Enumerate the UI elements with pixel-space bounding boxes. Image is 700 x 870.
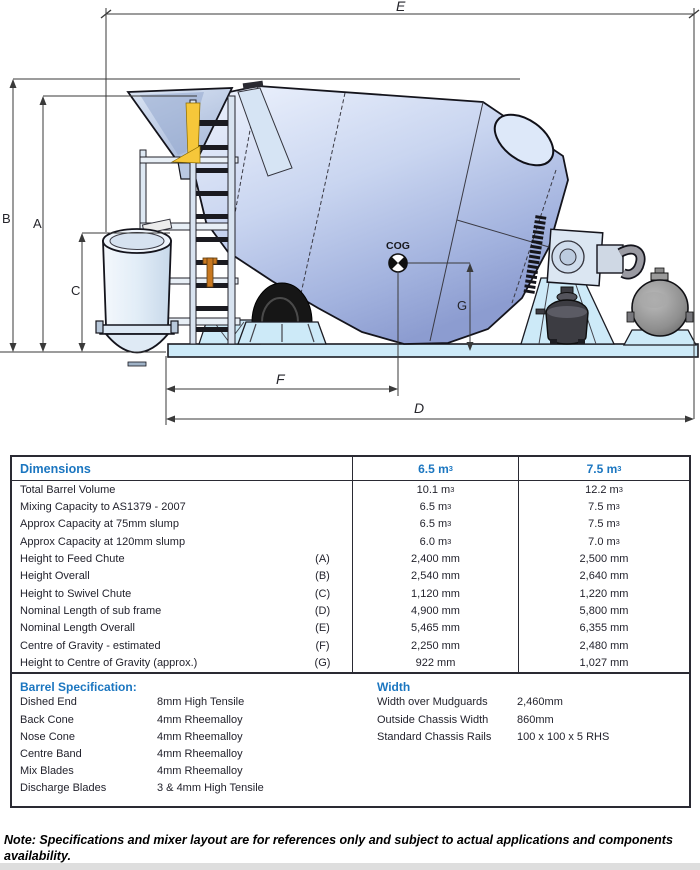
dimension-lines bbox=[0, 8, 700, 425]
row-value-65: 922 mm bbox=[352, 654, 518, 672]
row-value-65: 2,540 mm bbox=[352, 567, 518, 586]
row-label: Mixing Capacity to AS1379 - 2007 bbox=[20, 501, 186, 514]
footnote: Note: Specifications and mixer layout ar… bbox=[4, 833, 673, 863]
row-label: Approx Capacity at 120mm slump bbox=[20, 535, 186, 548]
row-label: Nominal Length of sub frame bbox=[20, 605, 162, 618]
row-value-75: 1,027 mm bbox=[518, 654, 689, 672]
dim-label-d: D bbox=[414, 400, 424, 416]
dim-label-b: B bbox=[2, 211, 11, 226]
row-label: Height to Centre of Gravity (approx.) bbox=[20, 657, 198, 670]
row-label: Centre of Gravity - estimated bbox=[20, 639, 161, 652]
row-ref: (G) bbox=[314, 657, 331, 670]
row-value-65: 1,120 mm bbox=[352, 585, 518, 603]
row-value-65: 5,465 mm bbox=[352, 619, 518, 638]
row-value-75: 6,355 mm bbox=[518, 619, 689, 638]
dim-label-e: E bbox=[396, 0, 406, 14]
width-spec-title: Width bbox=[377, 679, 411, 694]
cog-label: COG bbox=[386, 240, 410, 252]
cog-symbol bbox=[388, 253, 408, 273]
row-value-75: 2,480 mm bbox=[518, 637, 689, 655]
roller-stand bbox=[237, 282, 327, 345]
row-ref: (F) bbox=[315, 639, 330, 652]
row-label: Approx Capacity at 75mm slump bbox=[20, 518, 179, 531]
row-label: Nominal Length Overall bbox=[20, 622, 135, 635]
row-label: Total Barrel Volume bbox=[20, 483, 116, 496]
hydraulic-valve bbox=[202, 257, 218, 288]
air-tank bbox=[535, 286, 589, 345]
table-row: Height to Feed Chute (A) 2,400 mm 2,500 … bbox=[12, 550, 689, 568]
barrel-spec-title: Barrel Specification: bbox=[20, 679, 137, 694]
row-ref: (D) bbox=[314, 605, 331, 618]
row-value-65: 4,900 mm bbox=[352, 602, 518, 620]
row-value-75: 2,640 mm bbox=[518, 567, 689, 586]
charge-chute bbox=[237, 87, 293, 177]
barrel-hatch bbox=[493, 113, 555, 167]
dim-label-a: A bbox=[33, 216, 42, 231]
mixer-diagram: E B A C G F D COG bbox=[0, 0, 700, 425]
table-row: Nominal Length Overall (E) 5,465 mm 6,35… bbox=[12, 619, 689, 638]
mixer-drawing: E B A C G F D COG bbox=[0, 0, 700, 425]
yellow-guard-lower bbox=[170, 145, 201, 164]
dim-label-g: G bbox=[457, 298, 467, 313]
dim-label-f: F bbox=[276, 371, 286, 387]
row-ref: (C) bbox=[314, 587, 331, 600]
row-label: Height to Swivel Chute bbox=[20, 587, 132, 600]
dim-label-c: C bbox=[71, 283, 80, 298]
row-value-75: 5,800 mm bbox=[518, 602, 689, 620]
row-value-65: 2,400 mm bbox=[352, 550, 518, 568]
row-value-75: 2,500 mm bbox=[518, 550, 689, 568]
header-dimensions: Dimensions bbox=[20, 461, 91, 476]
swivel-chute bbox=[95, 228, 179, 367]
water-tank bbox=[622, 267, 698, 346]
row-label: Height to Feed Chute bbox=[20, 553, 125, 566]
row-label: Height Overall bbox=[20, 570, 90, 583]
row-ref: (E) bbox=[315, 622, 330, 635]
table-row: Centre of Gravity - estimated (F) 2,250 … bbox=[12, 637, 689, 655]
table-row: Height Overall (B) 2,540 mm 2,640 mm bbox=[12, 567, 689, 586]
table-row: Height to Swivel Chute (C) 1,120 mm 1,22… bbox=[12, 585, 689, 603]
row-value-75: 1,220 mm bbox=[518, 585, 689, 603]
row-ref: (B) bbox=[315, 570, 330, 583]
table-row: Nominal Length of sub frame (D) 4,900 mm… bbox=[12, 602, 689, 620]
row-value-65: 2,250 mm bbox=[352, 637, 518, 655]
table-row: Height to Centre of Gravity (approx.) (G… bbox=[12, 654, 689, 672]
drive-gearbox bbox=[523, 215, 646, 294]
chassis-rail bbox=[167, 343, 699, 358]
bottom-strip bbox=[0, 863, 700, 870]
mixer-barrel bbox=[193, 80, 569, 345]
row-ref: (A) bbox=[315, 553, 330, 566]
